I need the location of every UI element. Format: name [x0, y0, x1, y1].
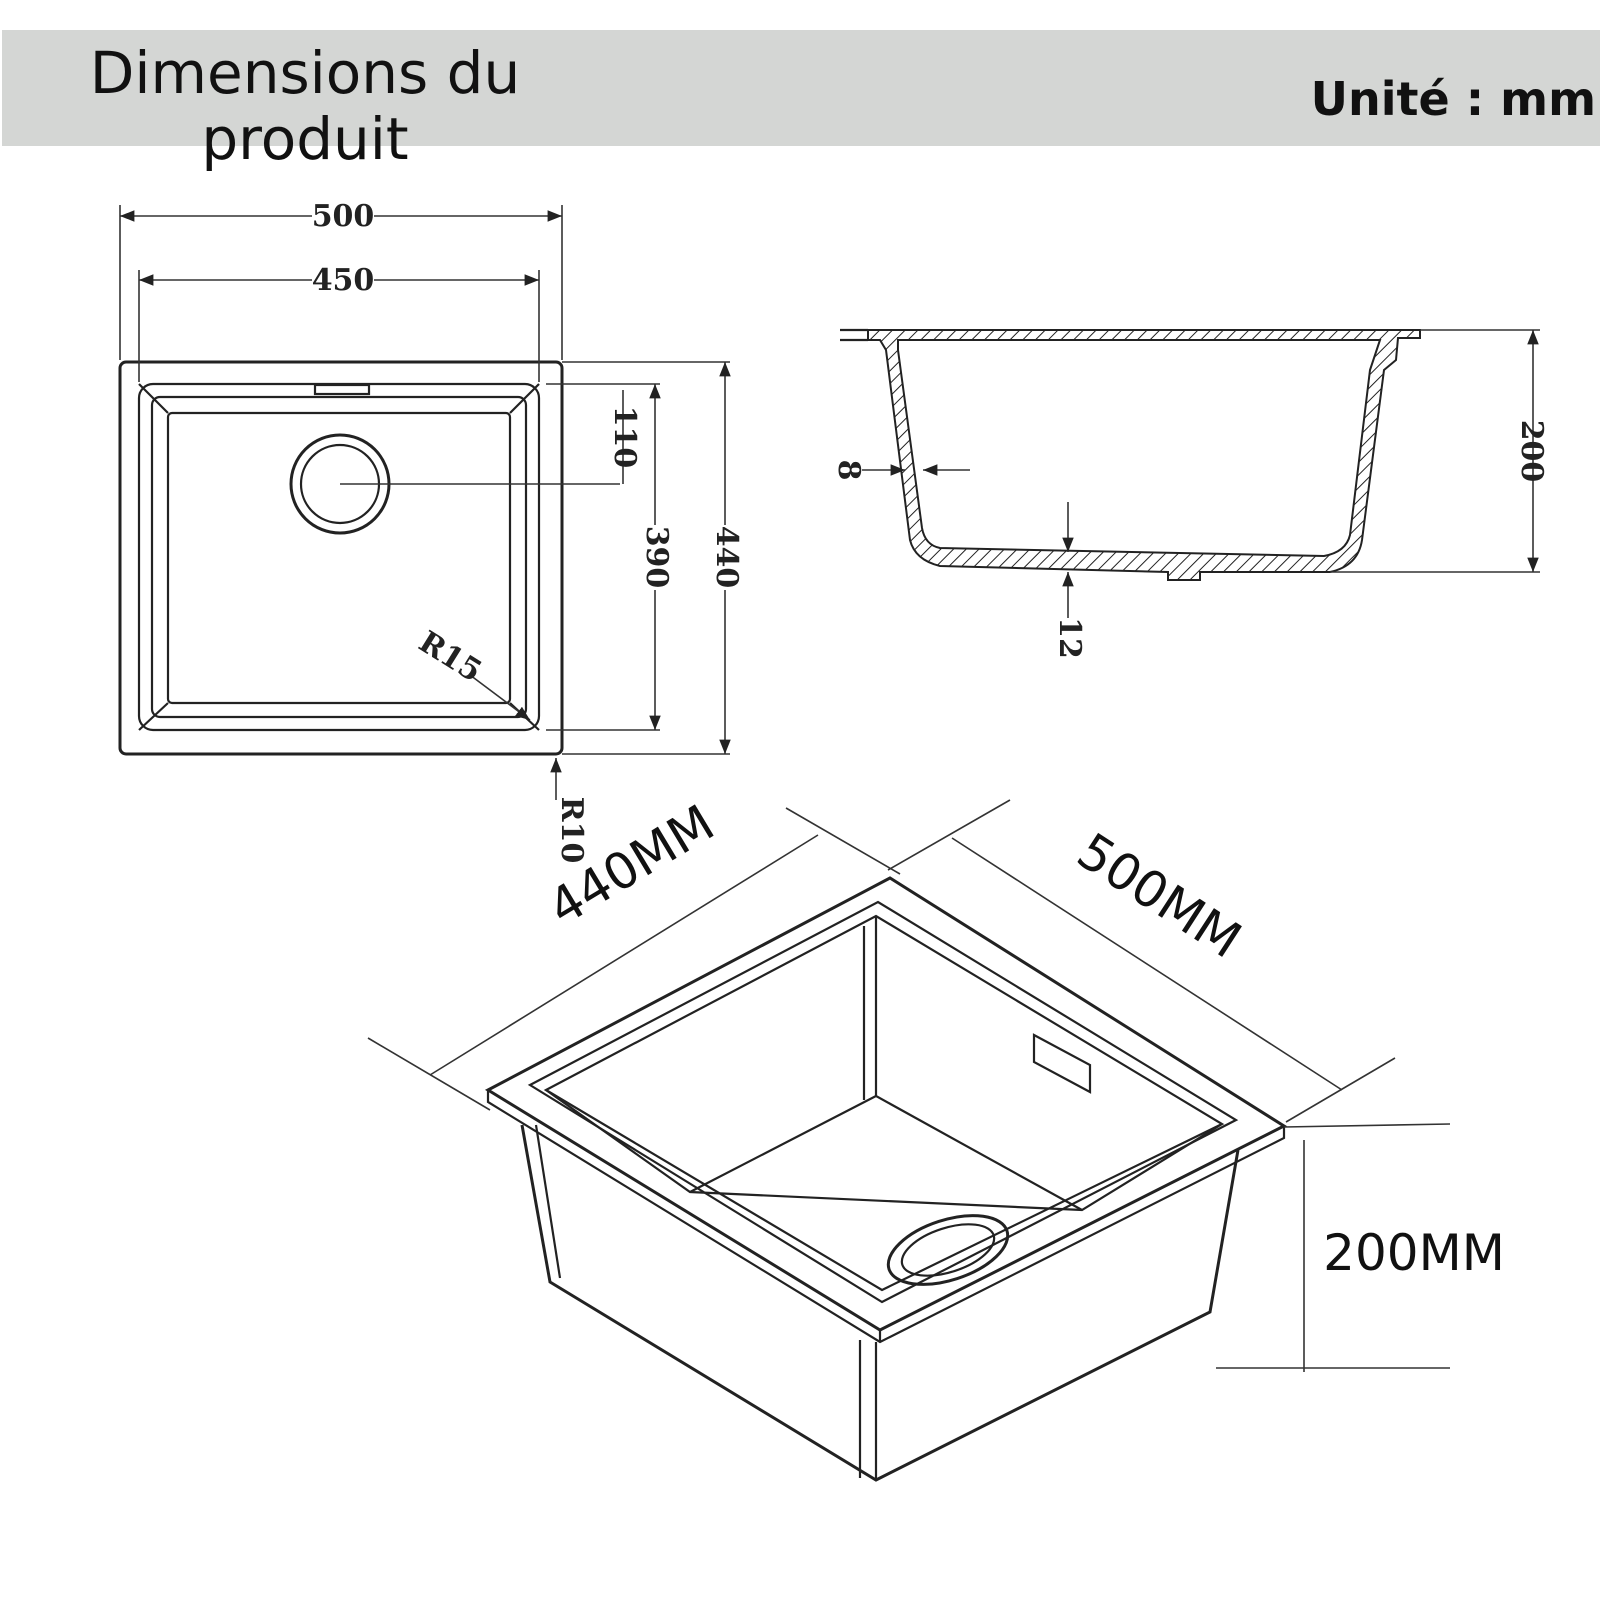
outer-rim: [118, 360, 564, 756]
section-view: 200 8 12: [831, 328, 1549, 659]
title-line-2: produit: [201, 105, 409, 173]
iso-width-label: 500MM: [1067, 822, 1251, 970]
dim-width-outer: 500: [312, 199, 375, 234]
title-line-1: Dimensions du: [89, 39, 521, 107]
dim-depth-inner: 390: [639, 526, 674, 589]
iso-bowl-opening: [527, 900, 1239, 1304]
iso-height-label: 200MM: [1323, 1224, 1505, 1282]
page-title: Dimensions du produit: [40, 40, 570, 172]
top-view: 500 450 110 390 440 R15 R10: [118, 199, 744, 864]
isometric-view: 440MM 500MM 200MM: [367, 794, 1505, 1482]
dim-width-inner: 450: [312, 263, 375, 298]
dim-wall-thickness: 8: [831, 460, 866, 481]
header-banner: [2, 30, 1600, 146]
bowl-inner-line: [150, 395, 528, 719]
dim-depth-outer: 440: [709, 526, 744, 589]
section-inner-void: [897, 339, 1382, 558]
iso-drain-outer: [886, 1214, 1010, 1286]
dim-drain-offset: 110: [607, 406, 642, 469]
iso-rim-top: [484, 876, 1288, 1332]
bowl-floor: [166, 411, 512, 705]
iso-drain-inner: [900, 1223, 996, 1277]
dim-bottom-thickness: 12: [1052, 617, 1087, 659]
iso-overflow: [1032, 1033, 1092, 1094]
unit-label: Unité : mm: [1310, 72, 1596, 126]
overflow-slot: [313, 383, 371, 396]
dim-height: 200: [1514, 420, 1549, 483]
outer-radius-label: R10: [554, 797, 589, 864]
